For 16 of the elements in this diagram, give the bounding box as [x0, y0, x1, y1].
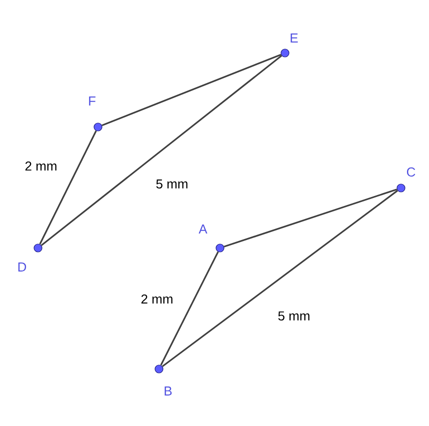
measure-label: 5 mm [278, 311, 310, 321]
point-label: A [198, 224, 208, 234]
measure-label: 2 mm [141, 294, 172, 304]
point-label: B [164, 386, 172, 396]
line-segment [160, 251, 219, 366]
line-segment [162, 190, 398, 368]
line-segment [40, 55, 282, 246]
measure-label: 2 mm [25, 161, 56, 171]
point-label: C [406, 167, 416, 177]
line-segment [224, 188, 398, 248]
line-segment [102, 54, 282, 126]
measure-label: 5 mm [156, 179, 188, 189]
point-label: F [89, 96, 96, 106]
line-segment [39, 130, 97, 244]
point-label: D [18, 262, 26, 272]
point-label: E [290, 34, 298, 42]
